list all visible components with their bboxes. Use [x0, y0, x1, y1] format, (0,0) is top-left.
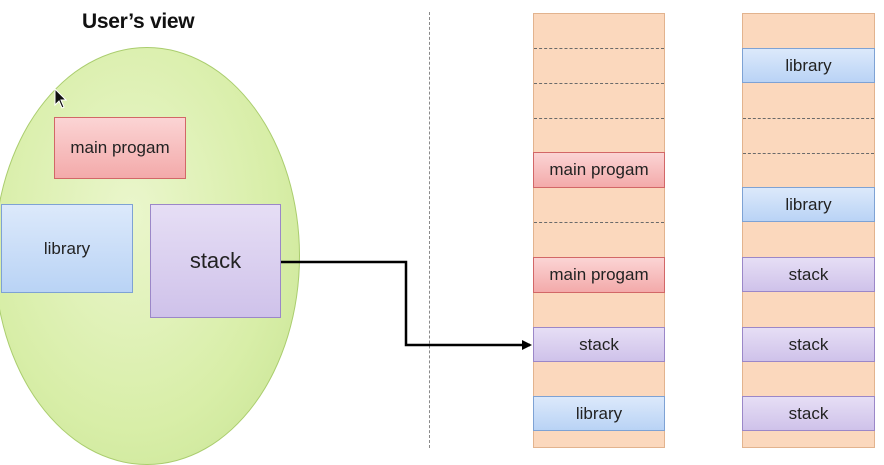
slot-divider	[534, 83, 664, 84]
slot-divider	[534, 48, 664, 49]
memory-1-main-program-label: main progam	[549, 160, 649, 179]
memory-2-library-box: library	[742, 48, 875, 83]
memory-2-stack-box-3: stack	[742, 396, 875, 431]
memory-2-stack-label-2: stack	[788, 334, 829, 354]
memory-2-stack-label-3: stack	[788, 403, 829, 423]
memory-2-library-box-2: library	[742, 187, 875, 222]
memory-1-main-program-box: main progam	[533, 152, 665, 188]
user-library-label: library	[43, 238, 91, 258]
memory-1-main-program-label-2: main progam	[549, 265, 649, 284]
memory-2-library-label: library	[785, 55, 832, 75]
slot-divider	[534, 118, 664, 119]
slot-divider	[743, 153, 874, 154]
user-library-box: library	[1, 204, 133, 293]
memory-column-2	[742, 13, 875, 448]
memory-1-library-label: library	[575, 403, 623, 423]
memory-2-stack-box-2: stack	[742, 327, 875, 362]
mouse-pointer-icon	[54, 87, 68, 115]
user-main-program-label: main progam	[70, 138, 170, 157]
user-stack-label: stack	[189, 248, 242, 273]
user-main-program-box: main progam	[54, 117, 186, 179]
memory-2-library-label-2: library	[785, 194, 832, 214]
divider-line	[429, 12, 430, 448]
mapping-arrow	[281, 260, 532, 350]
user-view-title: User’s view	[82, 10, 195, 33]
memory-1-main-program-box-2: main progam	[533, 257, 665, 293]
slot-divider	[743, 118, 874, 119]
memory-1-library-box: library	[533, 396, 665, 431]
memory-2-stack-label: stack	[788, 264, 829, 284]
memory-column-1	[533, 13, 665, 448]
memory-1-stack-label: stack	[579, 334, 619, 354]
memory-1-stack-box: stack	[533, 327, 665, 362]
slot-divider	[534, 222, 664, 223]
user-stack-box: stack	[150, 204, 281, 318]
memory-2-stack-box: stack	[742, 257, 875, 292]
